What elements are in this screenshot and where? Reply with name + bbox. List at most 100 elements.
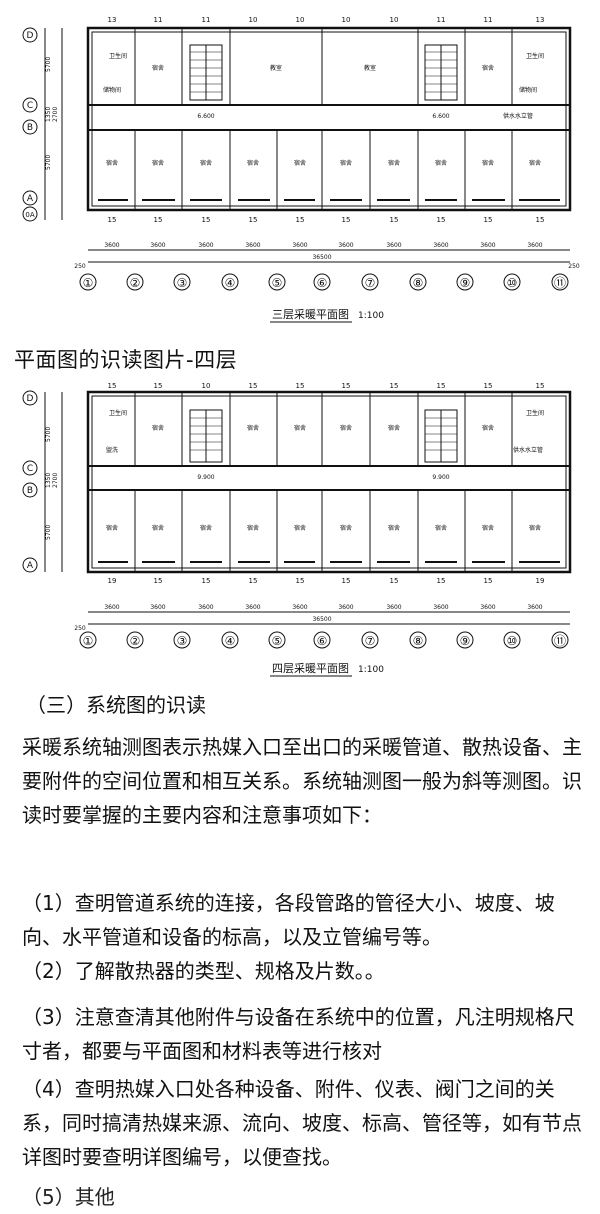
top-count: 15: [342, 382, 351, 390]
span-dim: 3600: [433, 604, 448, 611]
bottom-count: 19: [108, 577, 117, 585]
axis-num: ⑧: [413, 634, 424, 648]
axis-num: ②: [130, 634, 141, 648]
top-count: 10: [296, 16, 305, 24]
section-heading: （三）系统图的识读: [26, 693, 206, 717]
room-label: 储物间: [519, 86, 537, 94]
left-dim: 5700: [45, 525, 52, 540]
axis-num: ①: [83, 276, 94, 290]
floor4-scale: 1:100: [358, 665, 384, 675]
axis-num: ⑪: [554, 276, 566, 290]
left-dim-4: 5700: [45, 155, 52, 170]
room-label: 宿舍: [482, 64, 494, 72]
bottom-count: 15: [342, 216, 351, 224]
axis-d: [22, 27, 38, 43]
edge-dim: 250: [74, 625, 86, 632]
axis-num: ⑥: [317, 276, 328, 290]
axis-a: [22, 190, 38, 206]
list-item: （3）注意查清其他附件与设备在系统中的位置，凡注明规格尺寸者，都要与平面图和材料…: [22, 1005, 575, 1063]
room-label: 教室: [364, 64, 376, 72]
bottom-count: 15: [296, 577, 305, 585]
intro-paragraph: 采暖系统轴测图表示热媒入口至出口的采暖管道、散热设备、主要附件的空间位置和相互关…: [22, 735, 582, 827]
top-count: 15: [154, 382, 163, 390]
list-item: （5）其他: [22, 1185, 115, 1209]
axis-c: [22, 97, 38, 113]
room-label: 宿舍: [200, 159, 212, 167]
top-count: 15: [437, 382, 446, 390]
bottom-count: 15: [154, 216, 163, 224]
bottom-count: 15: [296, 216, 305, 224]
top-count: 15: [249, 382, 258, 390]
elevation-label: 9.900: [432, 474, 449, 481]
top-count: 11: [437, 16, 446, 24]
span-dim: 3600: [338, 242, 353, 249]
span-dim: 3600: [150, 242, 165, 249]
top-count: 13: [536, 16, 545, 24]
span-dim: 3600: [245, 242, 260, 249]
top-count: 15: [108, 382, 117, 390]
floor3-title: 三层采暖平面图: [272, 308, 349, 321]
room-label: 宿舍: [340, 159, 352, 167]
top-count: 15: [296, 382, 305, 390]
span-dim: 3600: [386, 604, 401, 611]
floor3-plan: D C B A 0A 5700 1350 2700 5700 13 11 11 …: [0, 0, 600, 330]
bottom-count: 15: [249, 577, 258, 585]
left-dim-1: 5700: [45, 57, 52, 72]
room-label: 宿舍: [247, 159, 259, 167]
elevation-label: 6.600: [432, 113, 449, 120]
axis-label-a: A: [27, 561, 34, 571]
top-count: 15: [390, 382, 399, 390]
bottom-count: 15: [437, 216, 446, 224]
span-dim: 3600: [338, 604, 353, 611]
room-label: 宿舍: [482, 159, 494, 167]
axis-num: ⑩: [507, 276, 518, 290]
left-dim: 2700: [52, 473, 59, 488]
span-dim: 3600: [480, 242, 495, 249]
room-label: 卫生间: [526, 52, 544, 60]
axis-b: [22, 119, 38, 135]
span-dim: 3600: [480, 604, 495, 611]
left-dim-2: 1350: [45, 107, 52, 122]
top-count: 10: [249, 16, 258, 24]
top-count: 10: [202, 382, 211, 390]
axis-0a: [22, 206, 38, 222]
room-label: 宿舍: [294, 424, 306, 432]
room-label: 盥洗: [106, 446, 118, 454]
total-dim: 36500: [312, 254, 331, 261]
span-dim: 3600: [527, 242, 542, 249]
room-label: 宿舍: [482, 424, 494, 432]
bottom-count: 15: [390, 216, 399, 224]
bottom-count: 15: [437, 577, 446, 585]
axis-num: ②: [130, 276, 141, 290]
top-count: 10: [390, 16, 399, 24]
span-dim: 3600: [198, 242, 213, 249]
floor3-drawing: D C B A 0A 5700 1350 2700 5700 13 11 11 …: [22, 16, 580, 323]
axis-label-d: D: [27, 394, 34, 404]
left-dim: 1350: [45, 473, 52, 488]
room-label: 宿舍: [152, 64, 164, 72]
span-dim: 3600: [527, 604, 542, 611]
axis-num: ⑧: [413, 276, 424, 290]
edge-dim: 250: [568, 263, 580, 270]
axis-num: ③: [177, 276, 188, 290]
axis-num: ⑨: [460, 276, 471, 290]
note-label: 供水水立管: [503, 112, 533, 120]
axis-num: ④: [225, 634, 236, 648]
axis-num: ⑦: [365, 276, 376, 290]
span-dim: 3600: [198, 604, 213, 611]
bottom-count: 15: [342, 577, 351, 585]
floor4-title: 四层采暖平面图: [272, 662, 349, 675]
edge-dim: 250: [74, 263, 86, 270]
axis-num: ④: [225, 276, 236, 290]
room-label: 宿舍: [340, 424, 352, 432]
room-label: 教室: [270, 64, 282, 72]
bottom-count: 15: [484, 216, 493, 224]
bottom-count: 15: [484, 577, 493, 585]
bottom-count: 15: [249, 216, 258, 224]
elevation-label: 9.900: [197, 474, 214, 481]
elevation-label: 6.600: [197, 113, 214, 120]
room-label: 宿舍: [294, 524, 306, 532]
room-label: 宿舍: [529, 524, 541, 532]
axis-num: ③: [177, 634, 188, 648]
top-count: 15: [536, 382, 545, 390]
